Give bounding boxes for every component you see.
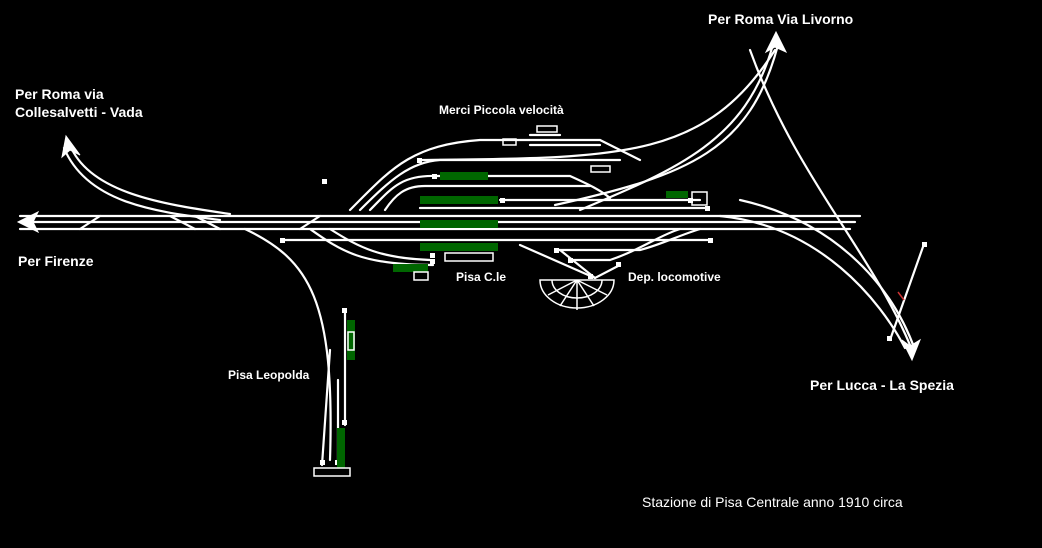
depot-lead [518,243,597,280]
label-roma-livorno: Per Roma Via Livorno [708,11,854,27]
direction-arrows [16,30,922,362]
freight-track-1 [348,138,642,212]
station-track-4 [555,227,702,252]
label-firenze: Per Firenze [18,253,94,269]
arrow-livorno-icon [764,30,788,54]
vada-track-1 [68,143,232,216]
label-roma-vada: Per Roma via Collesalvetti - Vada [15,86,143,120]
lucca-track-1 [748,48,912,347]
diagram-caption: Stazione di Pisa Centrale anno 1910 circ… [642,494,903,510]
arrow-vada-icon [61,134,81,159]
lucca-cross-line [888,242,926,342]
leopolda-track-3 [320,348,332,467]
tracks [18,43,926,467]
buildings [313,125,708,477]
station-track-5 [568,227,682,262]
freight-track-2 [358,158,622,212]
label-lucca: Per Lucca - La Spezia [810,377,954,393]
label-leopolda: Pisa Leopolda [228,368,310,382]
livorno-track-1 [553,43,780,207]
livorno-track-2 [578,46,774,212]
vada-track-2 [62,146,222,222]
label-pisa-centrale: Pisa C.le [456,270,507,284]
freight-track-3 [368,174,612,212]
signal-mark [897,291,905,301]
station-track-2 [328,227,432,262]
depot-lead-2 [558,248,622,280]
lucca-track-2 [738,198,917,352]
freight-track-4 [383,184,592,212]
arrow-firenze-icon [16,210,40,234]
arrow-lucca-icon [901,338,922,362]
label-deposito: Dep. locomotive [628,270,721,284]
platforms [337,172,688,468]
leopolda-track-1 [243,227,332,462]
label-merci: Merci Piccola velocità [439,103,564,117]
crossover [78,214,322,231]
buffer-stops [280,158,927,465]
turntable [539,279,615,310]
